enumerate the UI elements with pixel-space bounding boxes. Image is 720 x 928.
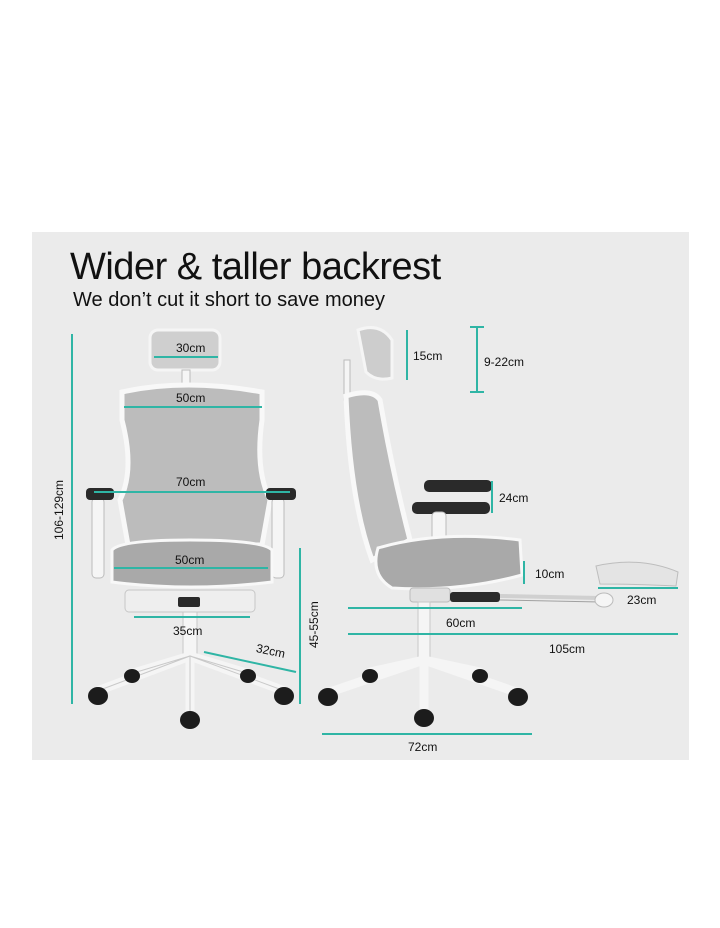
side-chair-illustration: [318, 326, 679, 727]
label-footrest-width: 35cm: [173, 624, 203, 638]
front-backrest: [117, 382, 273, 548]
dim-line-base-leg: [203, 651, 297, 673]
label-seat-depth: 60cm: [446, 616, 476, 630]
measurement-lines: [71, 326, 678, 735]
label-headrest-width: 30cm: [176, 341, 206, 355]
page-subtitle: We don’t cut it short to save money: [73, 289, 386, 311]
side-casters: [318, 669, 528, 727]
label-backrest-mid-width: 70cm: [176, 475, 206, 489]
side-armpad-upper: [424, 480, 492, 492]
label-headrest-height: 15cm: [413, 349, 443, 363]
label-armrest-adjust: 24cm: [499, 491, 529, 505]
front-left-armpad: [86, 488, 114, 500]
label-backrest-top-width: 50cm: [176, 391, 206, 405]
label-seat-width: 50cm: [175, 553, 205, 567]
label-total-height: 106-129cm: [52, 479, 66, 540]
label-reclined-length: 105cm: [549, 642, 586, 656]
side-footrest: [595, 561, 679, 587]
front-seat: [110, 538, 274, 589]
side-armpad-lower: [412, 502, 490, 514]
label-base-width: 72cm: [408, 740, 438, 754]
side-seat: [374, 534, 524, 591]
front-right-armpad: [266, 488, 296, 500]
label-footrest-length: 23cm: [627, 593, 657, 607]
front-casters: [88, 669, 294, 729]
label-headrest-adjust: 9-22cm: [484, 355, 525, 369]
front-chair-illustration: [86, 328, 296, 729]
page-title: Wider & taller backrest: [70, 246, 441, 288]
side-headrest: [356, 326, 394, 381]
side-backrest: [343, 390, 413, 564]
label-seat-height: 45-55cm: [307, 601, 321, 648]
label-seat-thickness: 10cm: [535, 567, 565, 581]
